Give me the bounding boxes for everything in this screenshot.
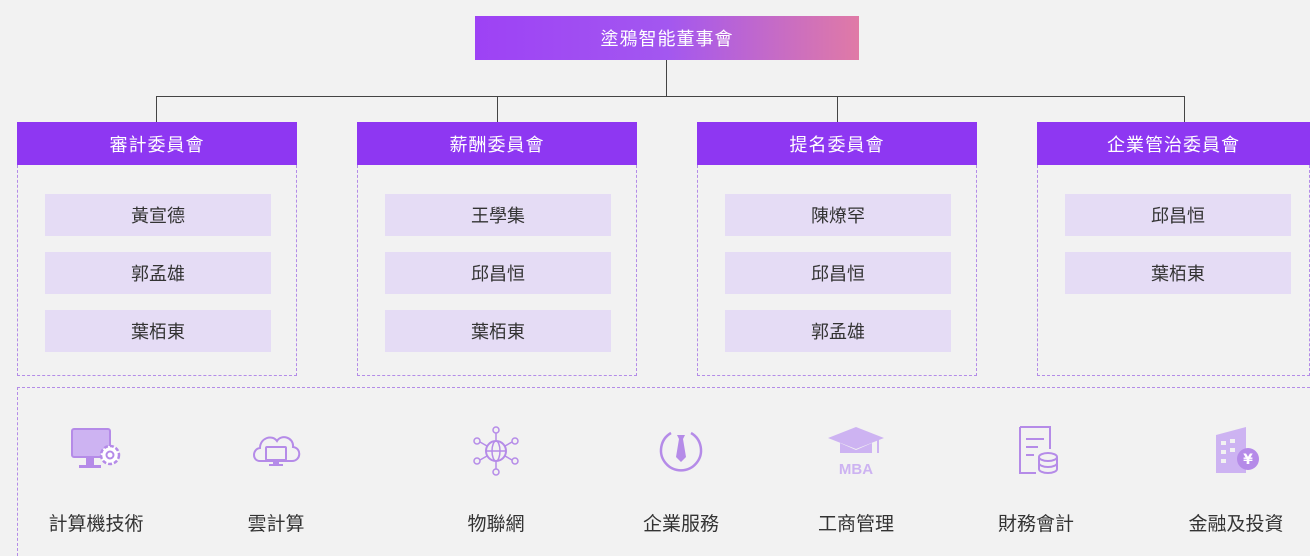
committee-governance: 企業管治委員會 邱昌恒 葉栢東 [1037,122,1310,376]
member-name: 黃宣德 [45,194,271,236]
member-name: 邱昌恒 [725,252,951,294]
member-name: 葉栢東 [385,310,611,352]
skill-finance-investment: ¥ 金融及投資 [1161,388,1310,556]
connector-nomination [837,96,838,122]
mba-cap-icon: MBA [826,421,886,481]
skill-label: 財務會計 [997,514,1074,535]
committee-title: 企業管治委員會 [1037,122,1310,165]
board-title: 塗鴉智能董事會 [475,16,859,60]
document-coins-icon [1006,421,1066,481]
skill-label: 工商管理 [817,514,894,535]
member-name: 陳燎罕 [725,194,951,236]
committee-members: 陳燎罕 邱昌恒 郭孟雄 [697,165,977,376]
tie-service-icon [651,421,711,481]
committee-members: 邱昌恒 葉栢東 [1037,165,1310,376]
skill-iot: 物聯網 [421,388,571,556]
skill-financial-accounting: 財務會計 [961,388,1111,556]
committee-nomination: 提名委員會 陳燎罕 邱昌恒 郭孟雄 [697,122,977,376]
member-name: 郭孟雄 [45,252,271,294]
member-name: 邱昌恒 [1065,194,1291,236]
committee-members: 王學集 邱昌恒 葉栢東 [357,165,637,376]
connector-remuneration [497,96,498,122]
skill-enterprise-services: 企業服務 [606,388,756,556]
connector-trunk [666,60,667,96]
svg-text:¥: ¥ [1243,452,1253,468]
skill-business-management: MBA 工商管理 [781,388,931,556]
member-name: 郭孟雄 [725,310,951,352]
network-globe-icon [466,421,526,481]
skill-label: 雲計算 [247,514,305,535]
cloud-monitor-icon [246,421,306,481]
committee-title: 審計委員會 [17,122,297,165]
building-yen-icon: ¥ [1206,421,1266,481]
skill-label: 物聯網 [467,514,525,535]
skill-label: 金融及投資 [1188,514,1284,535]
member-name: 葉栢東 [1065,252,1291,294]
committee-members: 黃宣德 郭孟雄 葉栢東 [17,165,297,376]
skill-label: 企業服務 [642,514,719,535]
skill-label: 計算機技術 [48,514,144,535]
member-name: 葉栢東 [45,310,271,352]
skills-panel: 計算機技術 雲計算 [17,387,1310,556]
mba-badge: MBA [839,461,873,478]
member-name: 邱昌恒 [385,252,611,294]
committee-remuneration: 薪酬委員會 王學集 邱昌恒 葉栢東 [357,122,637,376]
member-name: 王學集 [385,194,611,236]
connector-audit [156,96,157,122]
connector-governance [1184,96,1185,122]
skill-cloud-computing: 雲計算 [201,388,351,556]
skill-computer-technology: 計算機技術 [21,388,171,556]
committee-title: 提名委員會 [697,122,977,165]
committee-title: 薪酬委員會 [357,122,637,165]
computer-gear-icon [66,421,126,481]
committee-audit: 審計委員會 黃宣德 郭孟雄 葉栢東 [17,122,297,376]
connector-bar [156,96,1185,97]
